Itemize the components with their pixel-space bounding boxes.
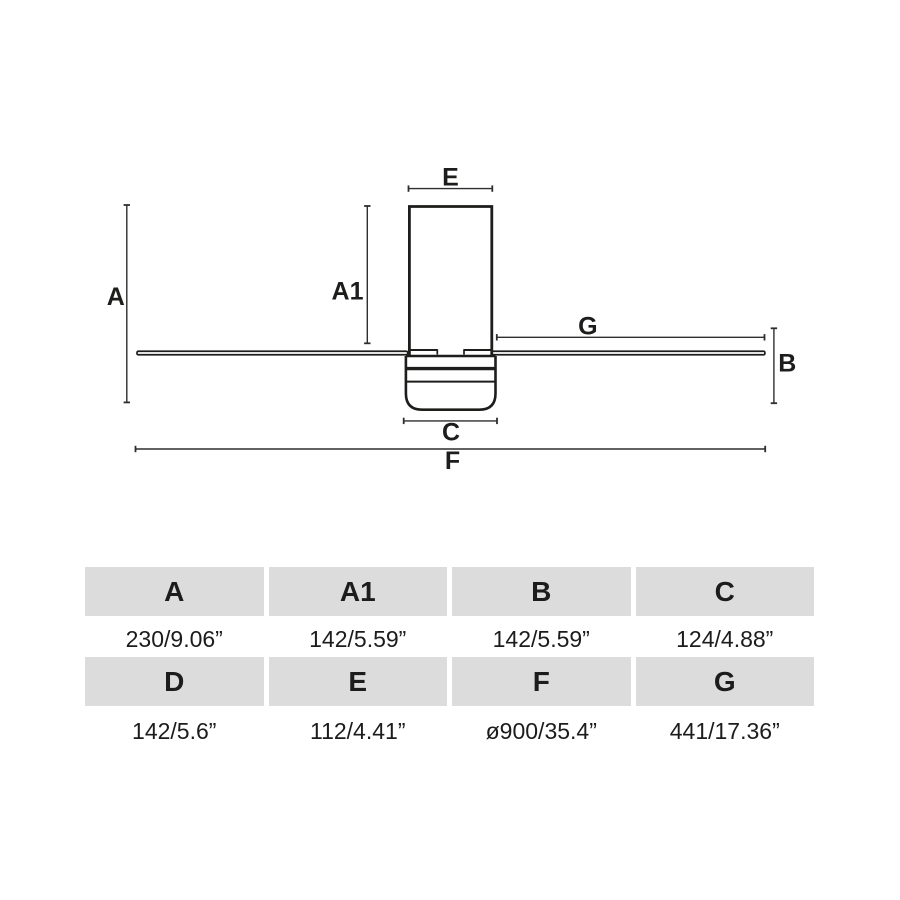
svg-text:F: F xyxy=(445,447,460,475)
svg-text:A1: A1 xyxy=(332,278,364,306)
svg-text:C: C xyxy=(442,419,460,447)
svg-text:E: E xyxy=(442,163,459,191)
svg-text:B: B xyxy=(778,350,796,378)
svg-text:G: G xyxy=(578,313,597,341)
svg-text:A: A xyxy=(107,283,125,311)
